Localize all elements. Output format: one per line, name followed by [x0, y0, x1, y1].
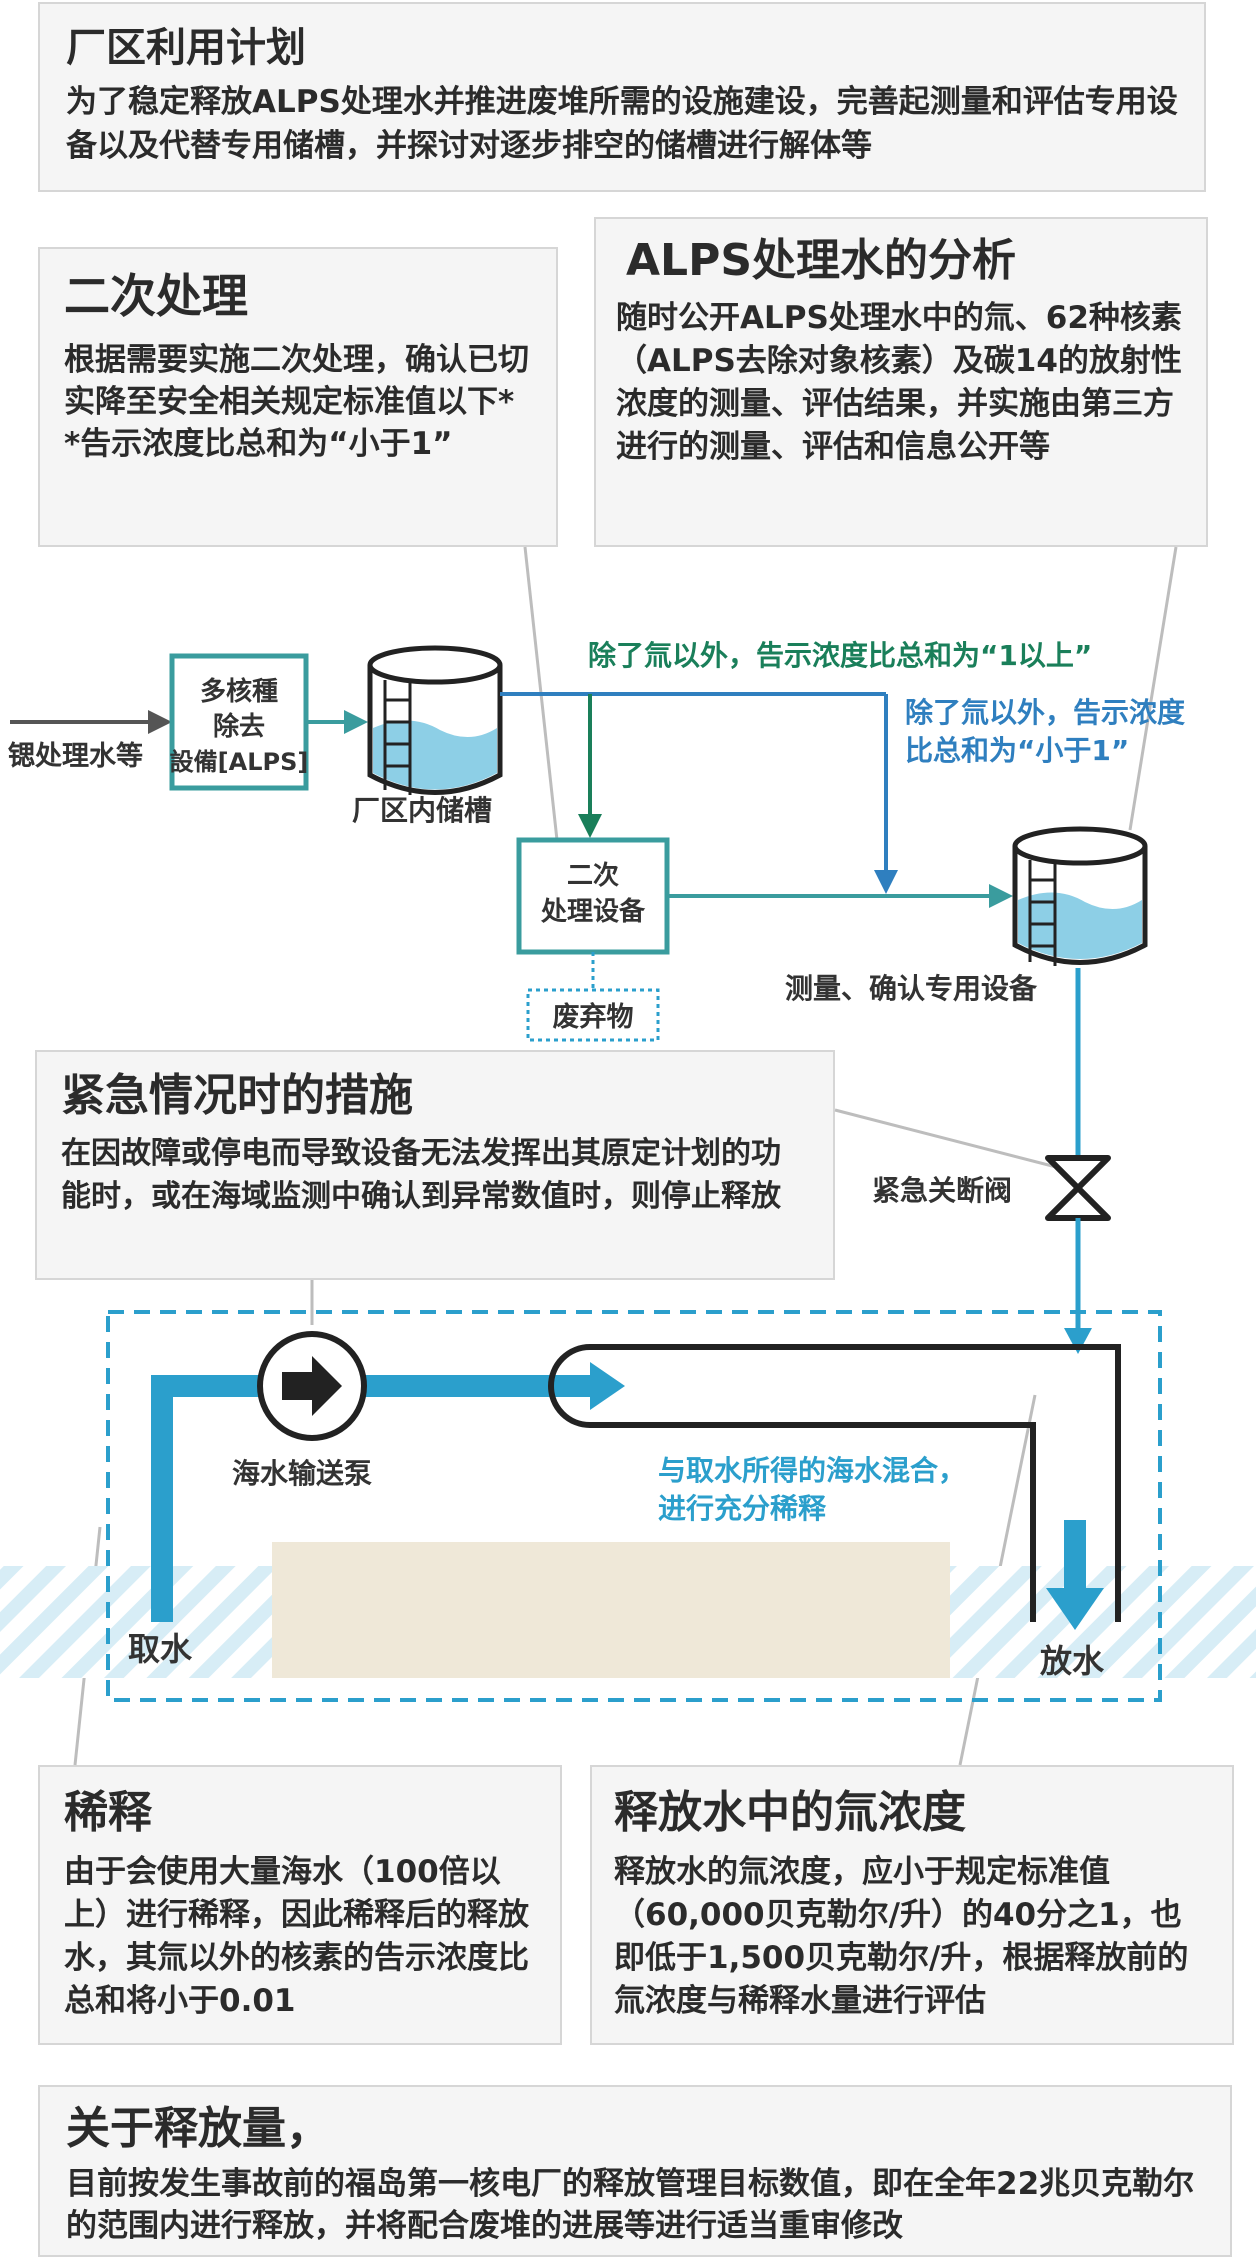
mix-label-2: 进行充分稀释	[658, 1492, 827, 1525]
route-low-label-1: 除了氚以外，告示浓度	[905, 696, 1185, 729]
alps-box	[169, 653, 309, 791]
valve-to-outlet-head	[1064, 1328, 1092, 1354]
sand-area	[272, 1542, 950, 1678]
release-amount-box: 关于释放量， 目前按发生事故前的福岛第一核电厂的释放管理目标数值，即在全年22兆…	[38, 2085, 1232, 2257]
tritium-body: 释放水的氚浓度，应小于规定标准值（60,000贝克勒尔/升）的40分之1，也即低…	[614, 1854, 1189, 2019]
waste-label: 废弃物	[553, 1001, 634, 1033]
route-low-head	[874, 870, 898, 894]
input-arrow-head	[148, 710, 172, 734]
analysis-box: ALPS处理水的分析 随时公开ALPS处理水中的氚、62种核素（ALPS去除对象…	[594, 217, 1208, 547]
plan-box: 厂区利用计划 为了稳定释放ALPS处理水并推进废堆所需的设施建设，完善起测量和评…	[38, 2, 1206, 192]
dilution-title: 稀释	[64, 1787, 152, 1838]
emergency-box: 紧急情况时的措施 在因故障或停电而导致设备无法发挥出其原定计划的功能时，或在海域…	[35, 1050, 835, 1280]
secondary-equipment-label-2: 处理设备	[540, 897, 646, 927]
emergency-body: 在因故障或停电而导致设备无法发挥出其原定计划的功能时，或在海域监测中确认到异常数…	[61, 1136, 781, 1214]
seawater-pump-icon	[257, 1331, 367, 1441]
measure-label: 测量、确认专用设备	[785, 972, 1038, 1005]
valve-label: 紧急关断阀	[872, 1174, 1012, 1207]
pump-label: 海水输送泵	[232, 1457, 372, 1490]
alps-label-3: 設備[ALPS]	[170, 748, 309, 776]
waste-box	[526, 988, 660, 1042]
route-low-label-2: 比总和为“小于1”	[905, 734, 1129, 767]
measure-tank-icon	[1012, 826, 1148, 966]
site-tank-icon	[367, 645, 503, 795]
release-amount-title: 关于释放量，	[66, 2103, 330, 2154]
analysis-title: ALPS处理水的分析	[626, 235, 1017, 286]
discharge-label: 放水	[1040, 1642, 1105, 1680]
secondary-body: 根据需要实施二次处理，确认已切实降至安全相关规定标准值以下*	[64, 342, 529, 420]
secondary-title: 二次处理	[64, 269, 248, 323]
mix-label-1: 与取水所得的海水混合，	[658, 1454, 966, 1487]
analysis-body: 随时公开ALPS处理水中的氚、62种核素（ALPS去除对象核素）及碳14的放射性…	[616, 300, 1182, 465]
alps-to-tank-head	[344, 710, 368, 734]
tritium-box: 释放水中的氚浓度 释放水的氚浓度，应小于规定标准值（60,000贝克勒尔/升）的…	[590, 1765, 1234, 2045]
route-high-head	[578, 814, 602, 838]
intake-label: 取水	[128, 1630, 193, 1668]
intake-pipe	[151, 1375, 590, 1622]
plan-body: 为了稳定释放ALPS处理水并推进废堆所需的设施建设，完善起测量和评估专用设备以及…	[66, 84, 1178, 164]
alps-label-2: 除去	[213, 711, 265, 742]
plan-title: 厂区利用计划	[66, 25, 306, 71]
secondary-equipment-label-1: 二次	[567, 861, 619, 891]
tritium-title: 释放水中的氚浓度	[614, 1787, 966, 1838]
intake-flow-head	[590, 1362, 625, 1410]
facility-boundary	[106, 1310, 1162, 1702]
leader-emergency	[834, 1108, 1061, 1170]
route-high-label: 除了氚以外，告示浓度比总和为“1以上”	[588, 639, 1092, 672]
site-tank-label: 厂区内储槽	[352, 794, 492, 827]
alps-label-1: 多核種	[200, 676, 278, 707]
secondary-equipment-box	[516, 837, 670, 955]
input-label: 锶处理水等	[8, 740, 143, 772]
release-amount-body: 目前按发生事故前的福岛第一核电厂的释放管理目标数值，即在全年22兆贝克勒尔的范围…	[66, 2166, 1195, 2244]
secondary-box: 二次处理 根据需要实施二次处理，确认已切实降至安全相关规定标准值以下* *告示浓…	[38, 247, 558, 547]
dilution-box: 稀释 由于会使用大量海水（100倍以上）进行稀释，因此稀释后的释放水，其氚以外的…	[38, 1765, 562, 2045]
discharge-head	[1046, 1588, 1104, 1630]
secondary-to-measure-head	[989, 884, 1013, 908]
emergency-valve-icon	[1045, 1155, 1111, 1221]
dilution-body: 由于会使用大量海水（100倍以上）进行稀释，因此稀释后的释放水，其氚以外的核素的…	[64, 1854, 529, 2019]
mixing-loop-pipe	[548, 1344, 1121, 1622]
emergency-title: 紧急情况时的措施	[61, 1070, 413, 1121]
secondary-note: *告示浓度比总和为“小于1”	[64, 426, 453, 462]
leader-analysis	[1128, 546, 1178, 831]
